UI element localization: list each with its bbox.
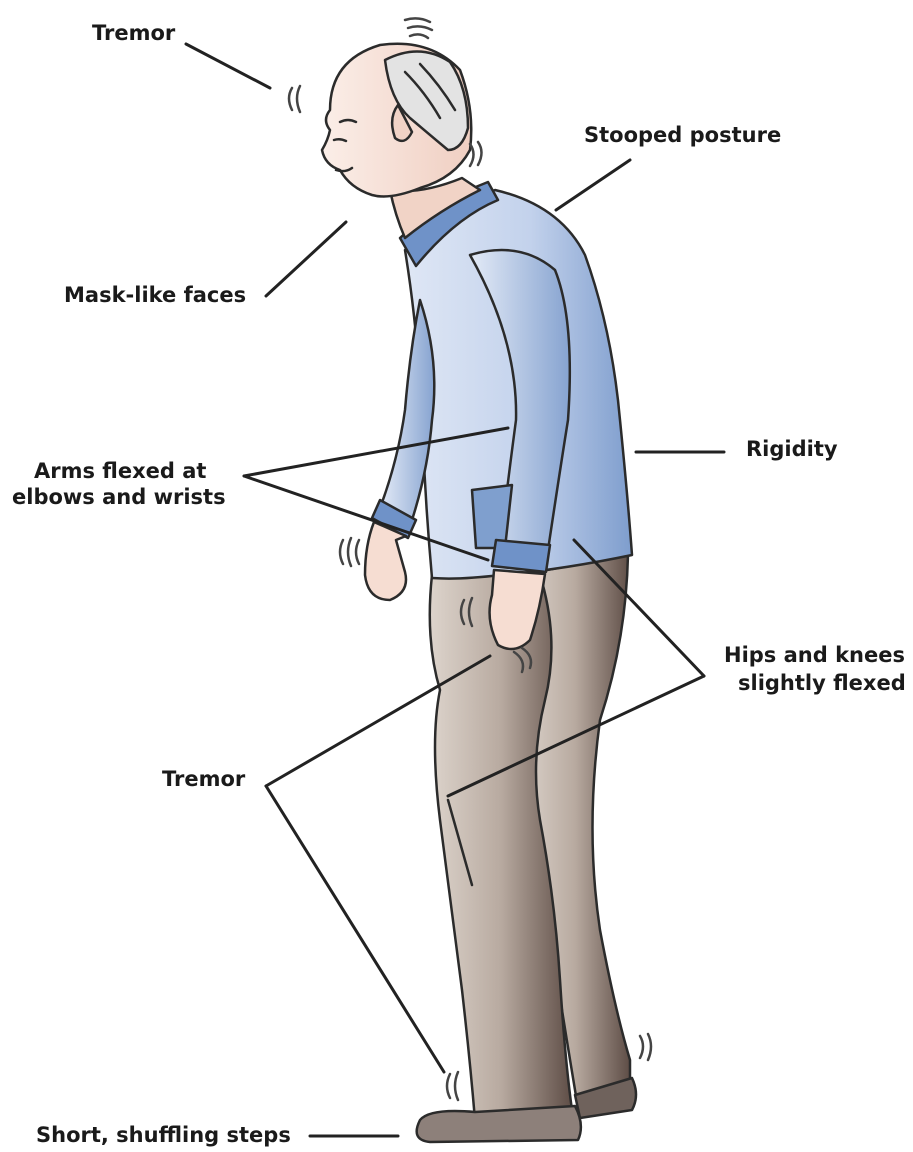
- tremor-mark-neck: [470, 142, 482, 166]
- leader-mask-like-faces: [266, 222, 346, 296]
- label-hips-knees-line1: Hips and knees: [724, 643, 905, 667]
- tremor-mark-hand: [340, 538, 359, 566]
- label-tremor-head: Tremor: [92, 21, 176, 45]
- front-cuff: [492, 540, 550, 572]
- label-hips-knees-line2: slightly flexed: [738, 671, 906, 695]
- label-arms-flexed-line1: Arms flexed at: [34, 459, 206, 483]
- figure: [322, 44, 636, 1142]
- label-shuffling-steps: Short, shuffling steps: [36, 1123, 291, 1147]
- pocket-flap: [472, 485, 512, 548]
- tremor-mark-head-top: [405, 18, 432, 38]
- front-shoe: [417, 1106, 581, 1142]
- label-tremor-limbs: Tremor: [162, 767, 246, 791]
- label-stooped-posture: Stooped posture: [584, 123, 781, 147]
- tremor-mark-front-ankle: [447, 1072, 458, 1100]
- tremor-mark-head-left: [289, 86, 300, 112]
- leader-tremor-head: [186, 44, 270, 88]
- back-hand: [365, 522, 406, 600]
- label-rigidity: Rigidity: [746, 437, 838, 461]
- label-arms-flexed-line2: elbows and wrists: [12, 485, 226, 509]
- label-mask-like-faces: Mask-like faces: [64, 283, 246, 307]
- tremor-mark-back-ankle: [640, 1034, 651, 1060]
- leader-stooped-posture: [556, 160, 630, 210]
- leader-tremor-ankle: [266, 786, 444, 1072]
